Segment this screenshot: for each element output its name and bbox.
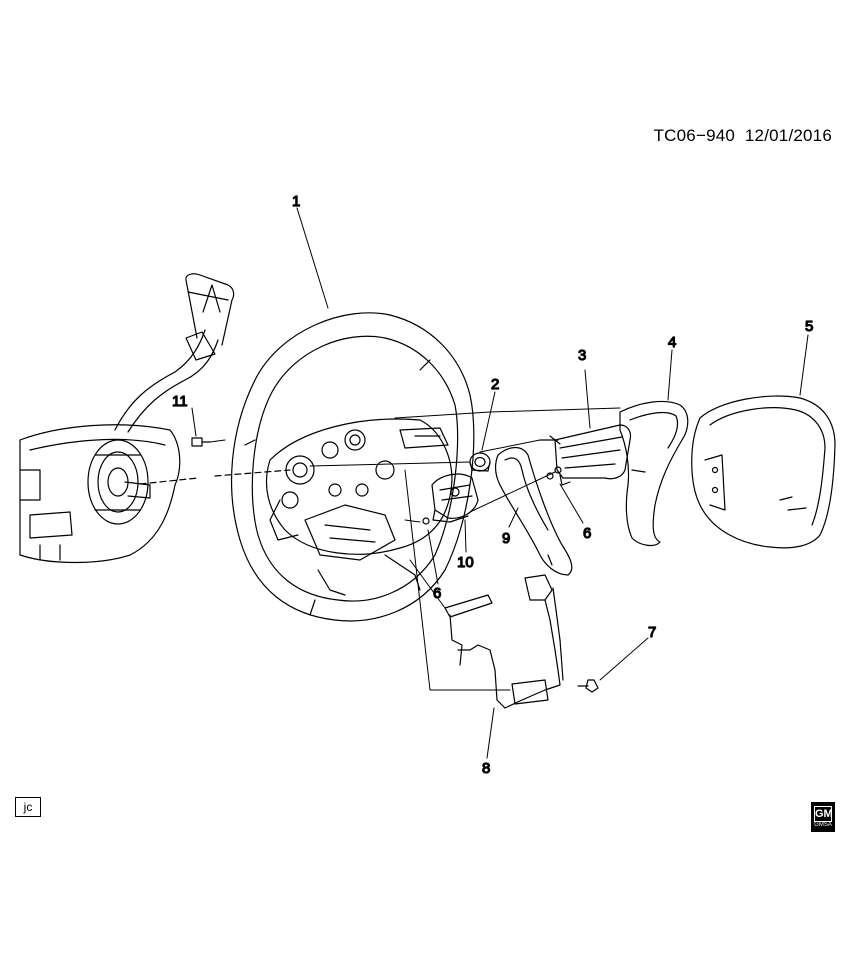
- callout-11: 11: [172, 393, 188, 410]
- steering-wheel-switch: [539, 424, 632, 486]
- leader-lines: [191, 207, 809, 759]
- diagram-header: TC06−940 12/01/2016: [654, 126, 832, 146]
- steering-wheel: [230, 312, 475, 622]
- assembly-centerline: [139, 469, 291, 485]
- callout-6-right: 6: [583, 525, 591, 542]
- callout-1: 1: [292, 193, 300, 210]
- airbag-module: [691, 395, 836, 549]
- callout-9: 9: [502, 530, 510, 547]
- callout-6-left: 6: [433, 585, 441, 602]
- screw-6-left: [422, 517, 430, 525]
- callout-5: 5: [805, 318, 813, 335]
- callout-7: 7: [648, 624, 656, 641]
- right-trim-bezel: [619, 400, 689, 547]
- callout-8: 8: [482, 760, 490, 777]
- gm-logo: GM GMSA: [811, 802, 835, 832]
- diagram-date: 12/01/2016: [744, 126, 832, 145]
- callout-4: 4: [668, 334, 676, 351]
- gm-logo-subtext: GMSA: [814, 822, 832, 828]
- artist-initials: jc: [23, 800, 33, 814]
- bolt-11: [191, 437, 211, 447]
- callout-2: 2: [491, 376, 499, 393]
- screw-7: [577, 679, 599, 693]
- steering-wheel-control-module: [431, 473, 479, 523]
- steering-column: [19, 273, 235, 564]
- callout-3: 3: [578, 347, 586, 364]
- artist-initials-box: jc: [15, 797, 41, 817]
- wiring-harness: [444, 574, 564, 709]
- callout-10: 10: [457, 554, 474, 571]
- left-trim-bezel: [494, 446, 573, 576]
- diagram-code: TC06−940: [653, 126, 736, 145]
- gm-logo-text: GM: [814, 806, 833, 822]
